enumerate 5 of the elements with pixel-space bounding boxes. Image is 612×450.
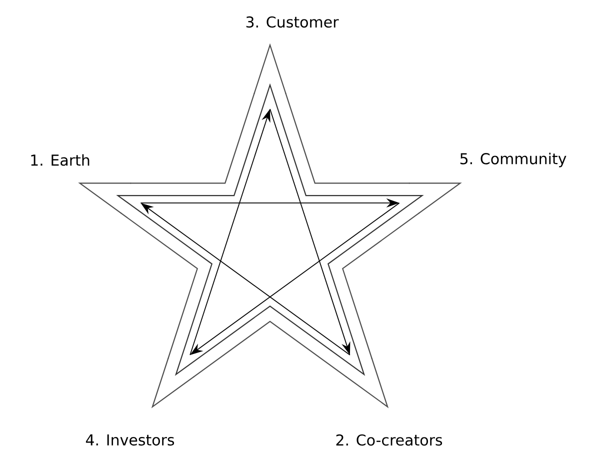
star-label: 4. Investors — [86, 434, 174, 446]
star-label: 2. Co-creators — [336, 434, 442, 446]
star-label: 1. Earth — [31, 154, 90, 166]
star-label: 5. Community — [460, 152, 566, 168]
star-label: 3. Customer — [246, 16, 339, 28]
